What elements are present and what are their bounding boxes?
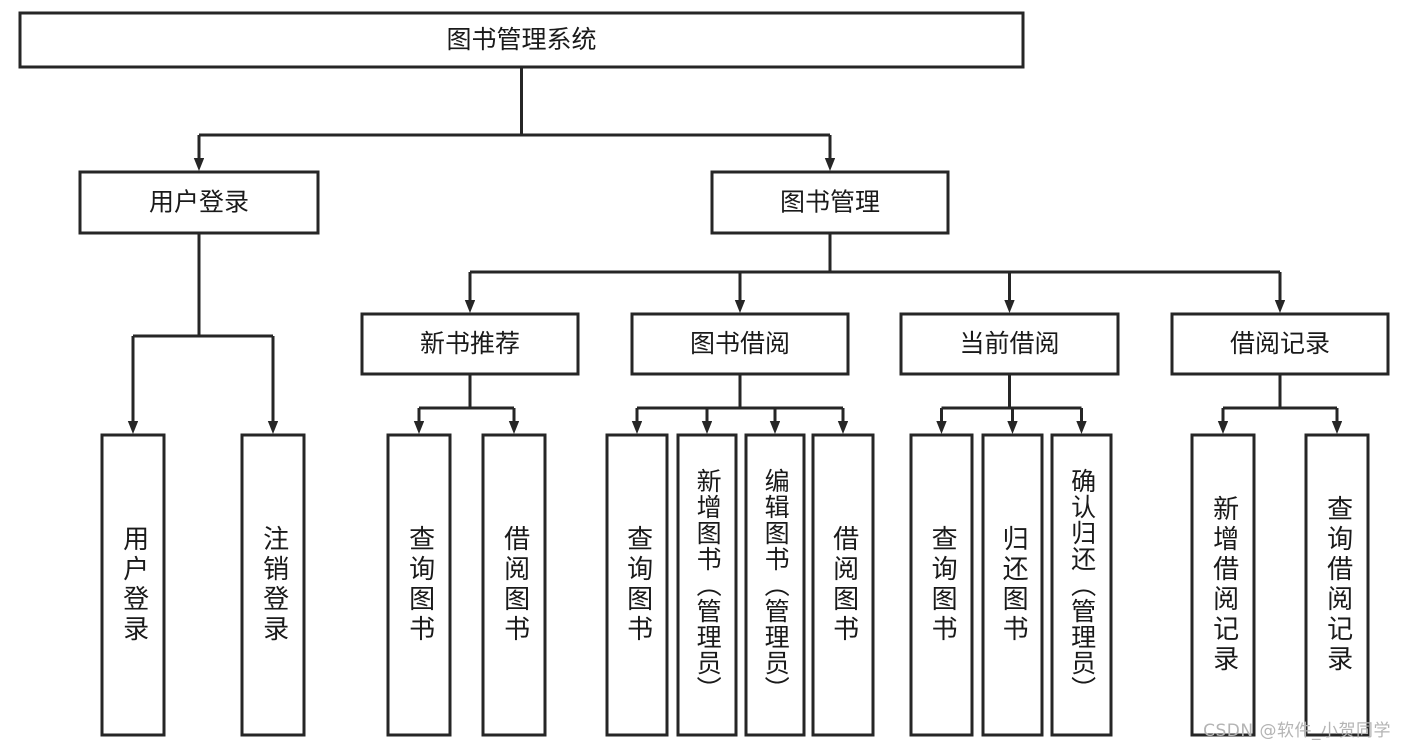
connector-layer (127, 67, 1343, 434)
node-leaf-add-book[interactable] (676, 433, 738, 737)
node-root[interactable]: 图书管理系统 (18, 11, 1025, 69)
node-borrow-record-label: 借阅记录 (1230, 329, 1330, 358)
node-leaf-confirm-return[interactable] (1050, 433, 1113, 737)
node-leaf-query-book-1[interactable] (386, 433, 452, 737)
node-book-manage-rect (710, 170, 950, 235)
node-book-manage-label: 图书管理 (780, 188, 880, 217)
node-book-borrow-rect (630, 312, 850, 376)
node-leaf-query-book-1-rect (386, 433, 452, 737)
node-leaf-query-book-3[interactable] (909, 433, 974, 737)
node-leaf-add-record[interactable] (1190, 433, 1256, 737)
node-current-borrow-label: 当前借阅 (959, 329, 1059, 358)
node-leaf-add-record-rect (1190, 433, 1256, 737)
node-leaf-user-logout[interactable] (240, 433, 306, 737)
node-new-book-rec-rect (360, 312, 580, 376)
node-leaf-borrow-book-2-rect (811, 433, 875, 737)
node-user-login[interactable]: 用户登录 (78, 170, 320, 235)
node-leaf-borrow-book-1-rect (481, 433, 547, 737)
csdn-watermark: CSDN @软件_小贺同学 (1203, 721, 1391, 741)
node-user-login-label: 用户登录 (149, 188, 249, 217)
node-leaf-query-book-2[interactable] (605, 433, 669, 737)
node-leaf-user-logout-rect (240, 433, 306, 737)
node-leaf-add-book-rect (676, 433, 738, 737)
node-root-label: 图书管理系统 (446, 25, 596, 54)
node-leaf-user-login-rect (100, 433, 166, 737)
node-leaf-edit-book-rect (744, 433, 806, 737)
node-new-book-rec[interactable]: 新书推荐 (360, 312, 580, 376)
node-leaf-borrow-book-2[interactable] (811, 433, 875, 737)
node-leaf-user-login[interactable] (100, 433, 166, 737)
node-leaf-confirm-return-rect (1050, 433, 1113, 737)
node-current-borrow[interactable]: 当前借阅 (899, 312, 1120, 376)
node-book-borrow-label: 图书借阅 (690, 329, 790, 358)
node-borrow-record[interactable]: 借阅记录 (1170, 312, 1390, 376)
node-leaf-return-book[interactable] (981, 433, 1044, 737)
node-leaf-query-book-3-rect (909, 433, 974, 737)
node-leaf-borrow-book-1[interactable] (481, 433, 547, 737)
node-book-borrow[interactable]: 图书借阅 (630, 312, 850, 376)
node-leaf-query-record[interactable] (1304, 433, 1370, 737)
node-root-rect (18, 11, 1025, 69)
node-current-borrow-rect (899, 312, 1120, 376)
node-user-login-rect (78, 170, 320, 235)
node-leaf-query-record-rect (1304, 433, 1370, 737)
node-book-manage[interactable]: 图书管理 (710, 170, 950, 235)
node-leaf-query-book-2-rect (605, 433, 669, 737)
node-leaf-edit-book[interactable] (744, 433, 806, 737)
node-new-book-rec-label: 新书推荐 (420, 329, 520, 358)
node-leaf-return-book-rect (981, 433, 1044, 737)
node-borrow-record-rect (1170, 312, 1390, 376)
